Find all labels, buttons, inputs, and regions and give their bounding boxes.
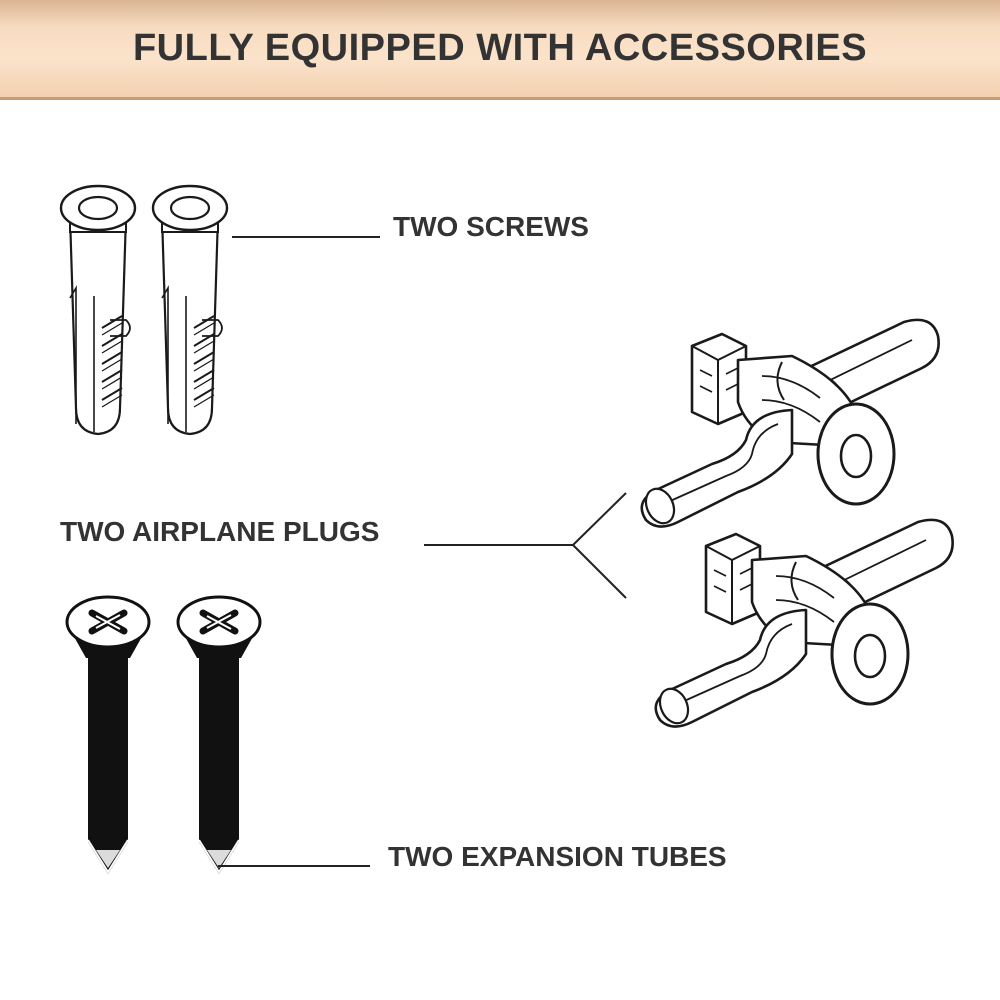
screw-icon	[178, 597, 260, 874]
page-title: FULLY EQUIPPED WITH ACCESSORIES	[132, 27, 868, 69]
airplane-plugs-label: TWO AIRPLANE PLUGS	[60, 516, 380, 547]
title-banner: FULLY EQUIPPED WITH ACCESSORIES	[0, 0, 1000, 100]
wall-anchor-icon	[59, 184, 137, 436]
wall-anchor-icon	[151, 184, 229, 436]
plugs-leader-branch-bottom	[572, 544, 627, 599]
airplane-plug-icon	[653, 518, 955, 730]
airplane-plug-icon	[639, 318, 941, 530]
expansion-tubes-label: TWO EXPANSION TUBES	[388, 841, 727, 872]
screw-icon	[67, 597, 149, 874]
screws-label: TWO SCREWS	[393, 211, 589, 242]
plugs-leader-branch-top	[572, 492, 627, 546]
leader-lines	[218, 236, 627, 867]
